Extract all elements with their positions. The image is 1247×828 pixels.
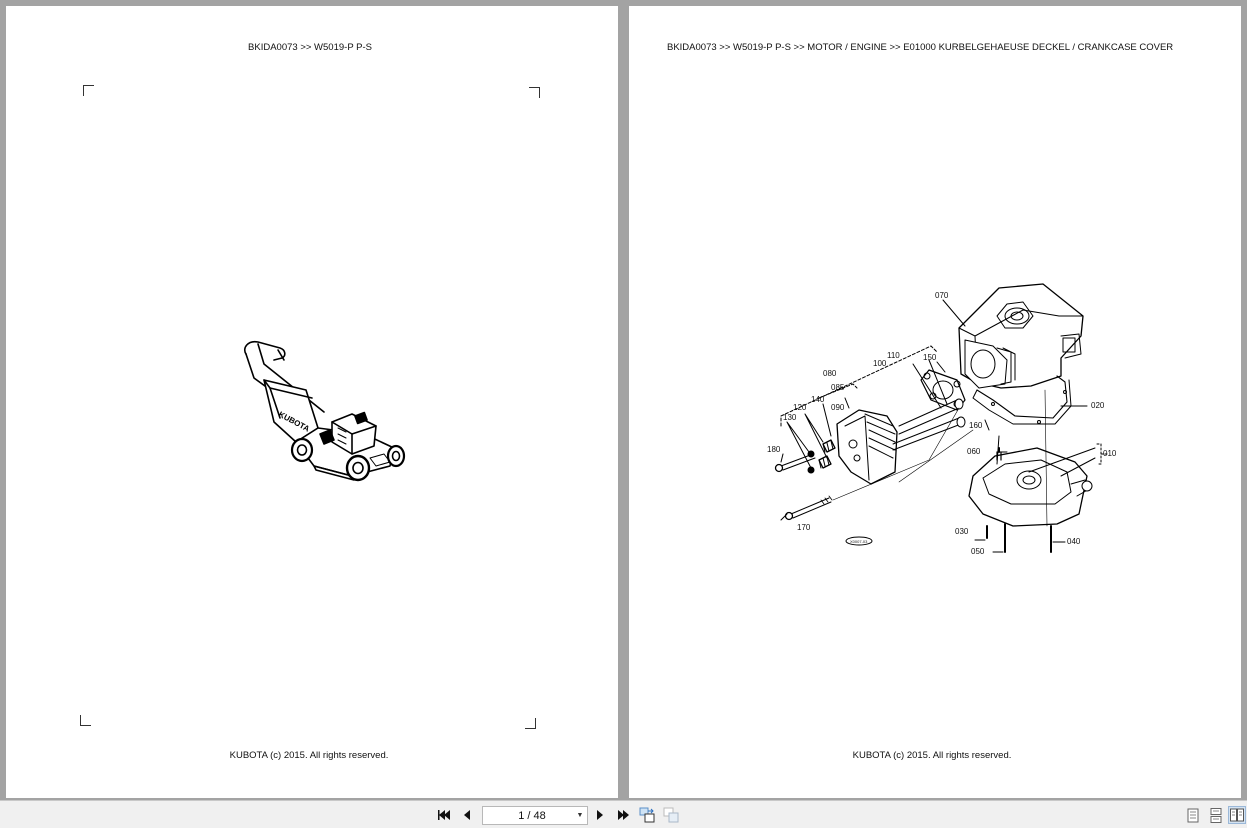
svg-text:080: 080 [823, 369, 837, 378]
chevron-down-icon: ▼ [576, 812, 584, 819]
svg-text:160: 160 [969, 421, 983, 430]
svg-text:070: 070 [935, 291, 949, 300]
crankcase-cover-exploded-diagram: 070 110 100 150 080 085 140 090 120 130 … [767, 283, 1117, 556]
next-page-icon [597, 810, 603, 820]
svg-text:170: 170 [797, 523, 811, 532]
svg-text:100: 100 [873, 359, 887, 368]
svg-text:090: 090 [831, 403, 845, 412]
single-page-view-button[interactable] [1184, 806, 1202, 824]
page-footer: KUBOTA (c) 2015. All rights reserved. [852, 750, 1012, 761]
previous-page-icon [464, 810, 470, 820]
previous-page-button[interactable] [458, 806, 476, 824]
continuous-icon [1210, 807, 1222, 823]
crop-mark-bottom-left [80, 715, 91, 726]
page-number-select[interactable]: 1 / 48 ▼ [482, 806, 588, 825]
lawn-mower-illustration: KUBOTA [243, 340, 406, 482]
svg-text:040: 040 [1067, 537, 1081, 546]
svg-text:050: 050 [971, 547, 985, 556]
page-header: BKIDA0073 >> W5019-P P-S >> MOTOR / ENGI… [667, 42, 1174, 53]
svg-text:030: 030 [955, 527, 969, 536]
svg-text:130: 130 [783, 413, 797, 422]
page-footer: KUBOTA (c) 2015. All rights reserved. [229, 750, 389, 761]
svg-text:085: 085 [831, 383, 845, 392]
page-header: BKIDA0073 >> W5019-P P-S [248, 42, 372, 53]
svg-text:010: 010 [1103, 449, 1117, 458]
svg-text:120: 120 [793, 403, 807, 412]
continuous-view-button[interactable] [1207, 806, 1225, 824]
first-page-icon [438, 810, 450, 820]
svg-text:020: 020 [1091, 401, 1105, 410]
page-1: BKIDA0073 >> W5019-P P-S KUBOTA [6, 6, 618, 798]
last-page-icon [618, 810, 629, 820]
svg-text:110: 110 [887, 351, 900, 360]
crop-mark-bottom-right [525, 718, 536, 729]
page-2: BKIDA0073 >> W5019-P P-S >> MOTOR / ENGI… [629, 6, 1241, 798]
svg-text:140: 140 [811, 395, 825, 404]
next-page-button[interactable] [591, 806, 609, 824]
next-view-button[interactable] [662, 806, 680, 824]
page-indicator: 1 / 48 [518, 809, 546, 822]
svg-text:060: 060 [967, 447, 981, 456]
svg-text:180: 180 [767, 445, 781, 454]
previous-view-button[interactable] [638, 806, 656, 824]
crop-mark-top-left [83, 85, 94, 96]
previous-view-icon [639, 807, 655, 823]
svg-text:150: 150 [923, 353, 937, 362]
crop-mark-top-right [529, 87, 540, 98]
two-page-view-button[interactable] [1228, 806, 1246, 824]
document-viewer[interactable]: BKIDA0073 >> W5019-P P-S KUBOTA [0, 0, 1247, 800]
last-page-button[interactable] [614, 806, 632, 824]
navigation-toolbar: 1 / 48 ▼ [0, 800, 1247, 828]
single-page-icon [1187, 808, 1199, 822]
first-page-button[interactable] [436, 806, 454, 824]
next-view-icon [663, 807, 679, 823]
two-page-icon [1230, 808, 1244, 822]
svg-text:X0007-03: X0007-03 [850, 539, 868, 544]
